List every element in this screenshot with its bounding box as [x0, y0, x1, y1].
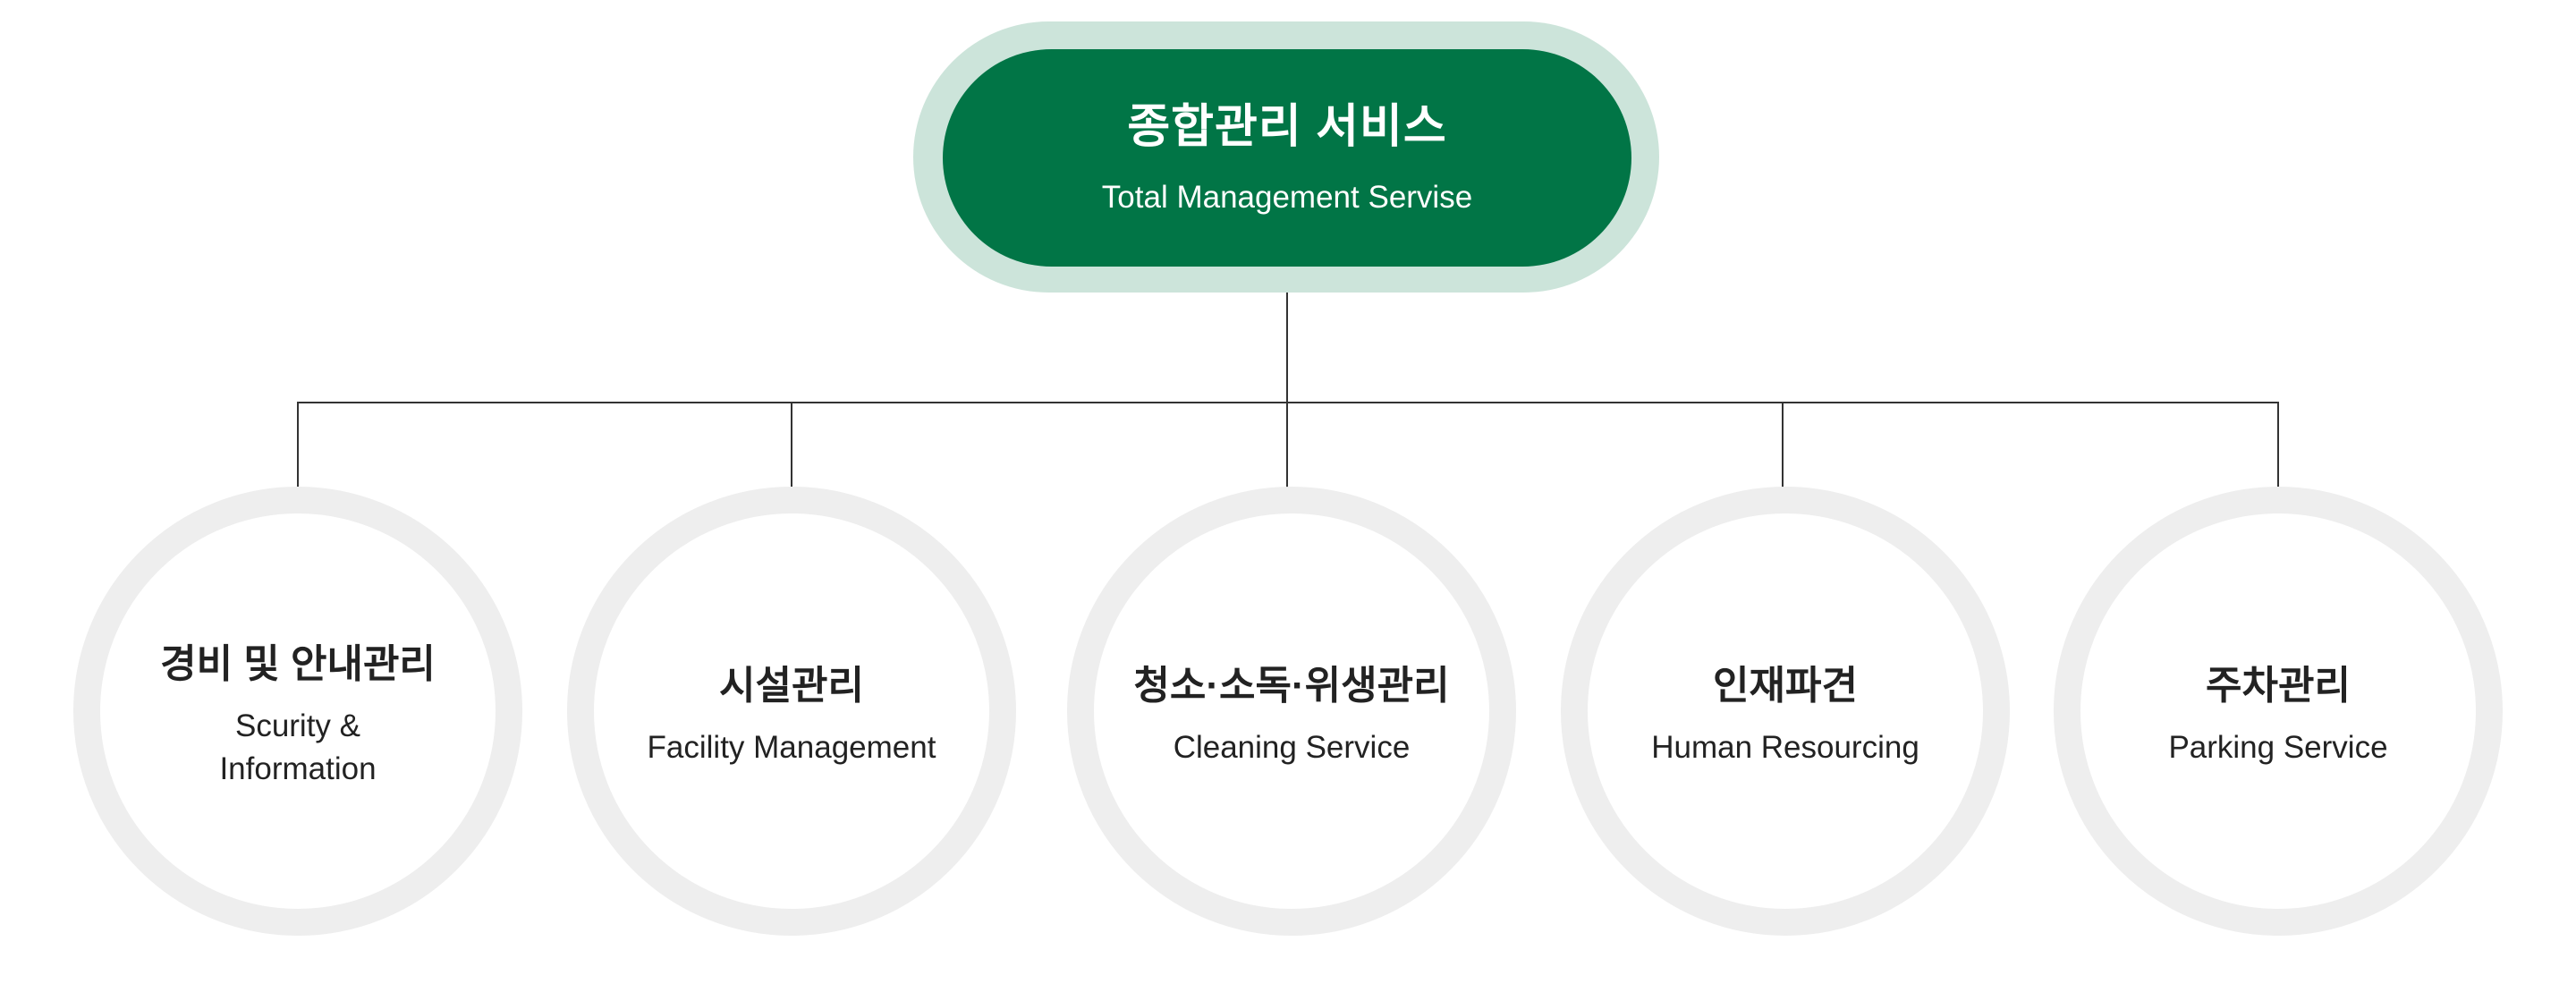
root-node: 종합관리 서비스 Total Management Servise [913, 21, 1659, 293]
connector-horizontal [297, 402, 2279, 403]
service-title: 인재파견 [1713, 664, 1858, 708]
connector-drop [1782, 403, 1784, 488]
connector-trunk [1286, 293, 1288, 403]
connector-drop [297, 403, 299, 488]
service-subtitle: Cleaning Service [1173, 730, 1411, 765]
service-title: 주차관리 [2206, 664, 2351, 708]
service-node-security: 경비 및 안내관리 Scurity & Information [73, 487, 522, 936]
root-subtitle: Total Management Servise [1101, 180, 1473, 215]
service-node-human-resourcing: 인재파견 Human Resourcing [1561, 487, 2010, 936]
root-title: 종합관리 서비스 [1127, 101, 1447, 153]
service-node-facility: 시설관리 Facility Management [567, 487, 1016, 936]
service-node-cleaning: 청소·소독·위생관리 Cleaning Service [1067, 487, 1516, 936]
service-title: 시설관리 [719, 664, 864, 708]
connector-drop [2277, 403, 2279, 488]
connector-drop [791, 403, 792, 488]
service-title: 청소·소독·위생관리 [1133, 664, 1450, 708]
service-subtitle: Scurity & Information [219, 708, 377, 786]
service-title: 경비 및 안내관리 [160, 642, 436, 686]
connector-drop [1286, 403, 1288, 488]
root-node-inner: 종합관리 서비스 Total Management Servise [943, 49, 1631, 267]
service-subtitle: Facility Management [647, 730, 936, 765]
service-subtitle: Parking Service [2168, 730, 2388, 765]
service-subtitle: Human Resourcing [1651, 730, 1919, 765]
service-node-parking: 주차관리 Parking Service [2054, 487, 2503, 936]
